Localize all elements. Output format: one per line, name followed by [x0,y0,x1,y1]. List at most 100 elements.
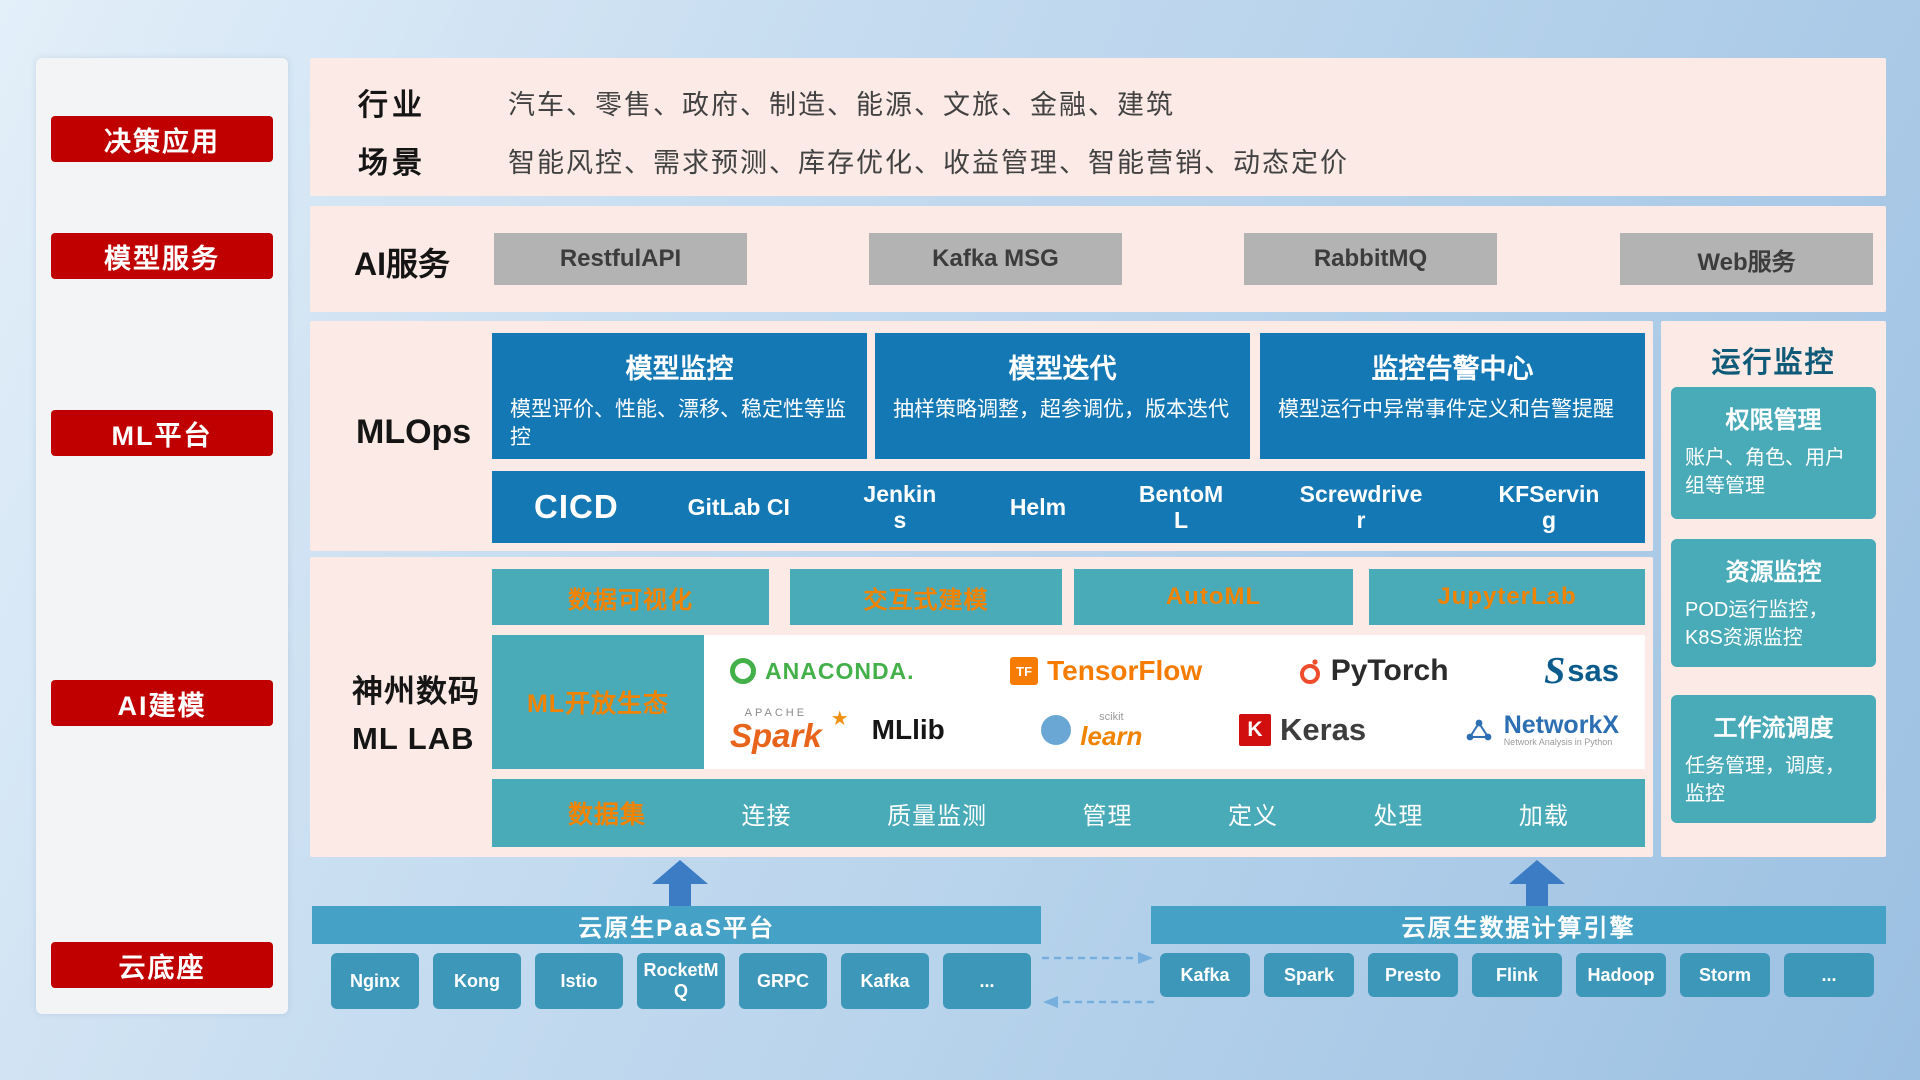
up-arrow-icon [652,860,708,906]
keras-text: Keras [1279,712,1367,747]
tensorflow-logo: TF TensorFlow [1010,655,1202,687]
tensorflow-text: TensorFlow [1047,655,1203,686]
service-web: Web服务 [1620,233,1873,285]
dataset-bar: 数据集 连接 质量监测 管理 定义 处理 加载 [492,779,1645,847]
spark-star-icon: ★ [830,707,849,730]
component-grpc: GRPC [739,953,827,1009]
card-desc: 抽样策略调整，超参调优，版本迭代 [893,398,1229,421]
spark-wordmark: APACHE Spark [730,707,822,753]
sas-icon: S [1544,650,1566,692]
sas-logo: S sas [1544,652,1619,690]
keras-logo: K Keras [1238,712,1367,748]
component-more: ... [943,953,1031,1009]
pytorch-icon [1299,658,1320,684]
run-monitoring-panel: 运行监控 权限管理 账户、角色、用户组等管理 资源监控 POD运行监控，K8S资… [1661,321,1886,857]
run-monitoring-title: 运行监控 [1711,347,1836,379]
pytorch-logo: PyTorch [1298,654,1449,688]
dataset-connect: 连接 [741,802,792,830]
networkx-sub-text: Network Analysis in Python [1503,737,1613,747]
logo-row-1: ANACONDA. TF TensorFlow PyTorch [730,652,1619,690]
up-arrow-icon [1509,860,1565,906]
layer-sidebar [36,58,288,1014]
sklearn-text: learn [1080,720,1143,751]
dataset-define: 定义 [1227,802,1278,830]
industry-label: 行业 [358,89,426,122]
workflow-scheduler-card: 工作流调度 任务管理，调度，监控 [1671,695,1876,823]
dataset-quality: 质量监测 [886,802,987,830]
anaconda-icon [730,658,756,684]
layer-model-service: 模型服务 [51,233,273,279]
tool-interactive-modeling: 交互式建模 [790,569,1062,625]
tool-screwdriver: Screwdriver [1299,480,1423,533]
networkx-logo: NetworkX Network Analysis in Python [1463,713,1619,747]
eco-label: ML开放生态 [492,635,704,769]
tool-jenkins: Jenkins [863,480,937,533]
scenario-label: 场景 [358,147,426,180]
card-desc: 模型评价、性能、漂移、稳定性等监控 [510,398,846,450]
tool-data-visualization: 数据可视化 [492,569,769,625]
networkx-wordmark: NetworkX Network Analysis in Python [1504,713,1619,747]
anaconda-text: ANACONDA. [765,657,915,684]
ai-service-panel: AI服务 RestfulAPI Kafka MSG RabbitMQ Web服务 [310,206,1886,312]
dataset-manage: 管理 [1082,802,1133,830]
mllab-panel: 神州数码 ML LAB 数据可视化 交互式建模 AutoML JupyterLa… [310,557,1653,857]
component-kafka: Kafka [1160,953,1250,997]
card-desc: 账户、角色、用户组等管理 [1685,447,1845,497]
layer-ai-modeling: AI建模 [51,680,273,726]
layer-decision-app: 决策应用 [51,116,273,162]
dataset-process: 处理 [1373,802,1424,830]
component-nginx: Nginx [331,953,419,1009]
dataset-label: 数据集 [568,801,647,829]
component-hadoop: Hadoop [1576,953,1666,997]
mllib-text: MLlib [871,714,945,745]
component-flink: Flink [1472,953,1562,997]
mllab-label-line2: ML LAB [352,720,475,756]
ml-open-ecosystem: ML开放生态 ANACONDA. TF TensorFlow [492,635,1645,769]
logo-row-2: APACHE Spark ★ MLlib scikit learn [730,707,1619,753]
card-title: 模型迭代 [1008,354,1117,384]
tool-bentoml: BentoML [1138,480,1224,533]
component-more: ... [1784,953,1874,997]
scenario-list: 智能风控、需求预测、库存优化、收益管理、智能营销、动态定价 [508,147,1349,178]
component-kong: Kong [433,953,521,1009]
tool-automl: AutoML [1074,569,1353,625]
card-title: 资源监控 [1725,559,1822,586]
dashed-arrow-icon [1042,952,1154,1008]
model-iteration-card: 模型迭代 抽样策略调整，超参调优，版本迭代 [875,333,1250,459]
anaconda-logo: ANACONDA. [730,658,915,685]
alert-center-card: 监控告警中心 模型运行中异常事件定义和告警提醒 [1260,333,1645,459]
mlops-panel: MLOps 模型监控 模型评价、性能、漂移、稳定性等监控 模型迭代 抽样策略调整… [310,321,1653,551]
paas-components: Nginx Kong Istio RocketMQ GRPC Kafka ... [331,953,1031,1009]
card-desc: 任务管理，调度，监控 [1685,755,1845,805]
eco-logos: ANACONDA. TF TensorFlow PyTorch [704,635,1645,769]
card-title: 监控告警中心 [1371,354,1534,384]
data-compute-engine-bar: 云原生数据计算引擎 [1151,906,1886,944]
component-rocketmq: RocketMQ [637,953,725,1009]
component-spark: Spark [1264,953,1354,997]
layer-cloud-base: 云底座 [51,942,273,988]
resource-monitor-card: 资源监控 POD运行监控，K8S资源监控 [1671,539,1876,667]
networkx-text: NetworkX [1503,711,1619,739]
card-desc: POD运行监控，K8S资源监控 [1685,599,1829,649]
engine-components: Kafka Spark Presto Flink Hadoop Storm ..… [1160,953,1874,997]
sas-text: sas [1567,653,1619,688]
mllab-label: 神州数码 ML LAB [352,669,480,762]
mlops-label: MLOps [356,413,472,451]
spark-mllib-logo: APACHE Spark ★ MLlib [730,707,945,753]
industry-list: 汽车、零售、政府、制造、能源、文旅、金融、建筑 [508,89,1175,120]
component-presto: Presto [1368,953,1458,997]
paas-platform-bar: 云原生PaaS平台 [312,906,1041,944]
model-monitor-card: 模型监控 模型评价、性能、漂移、稳定性等监控 [492,333,867,459]
sklearn-icon [1041,715,1072,745]
card-title: 模型监控 [625,354,734,384]
service-restfulapi: RestfulAPI [494,233,747,285]
keras-icon: K [1238,714,1271,746]
pytorch-text: PyTorch [1330,654,1449,687]
scenario-line: 场景 智能风控、需求预测、库存优化、收益管理、智能营销、动态定价 [358,138,1349,182]
sklearn-logo: scikit learn [1041,711,1143,751]
tool-gitlab-ci: GitLab CI [687,493,790,520]
card-title: 工作流调度 [1713,715,1834,742]
spark-apache-text: APACHE [744,707,808,719]
tool-helm: Helm [1009,493,1067,520]
